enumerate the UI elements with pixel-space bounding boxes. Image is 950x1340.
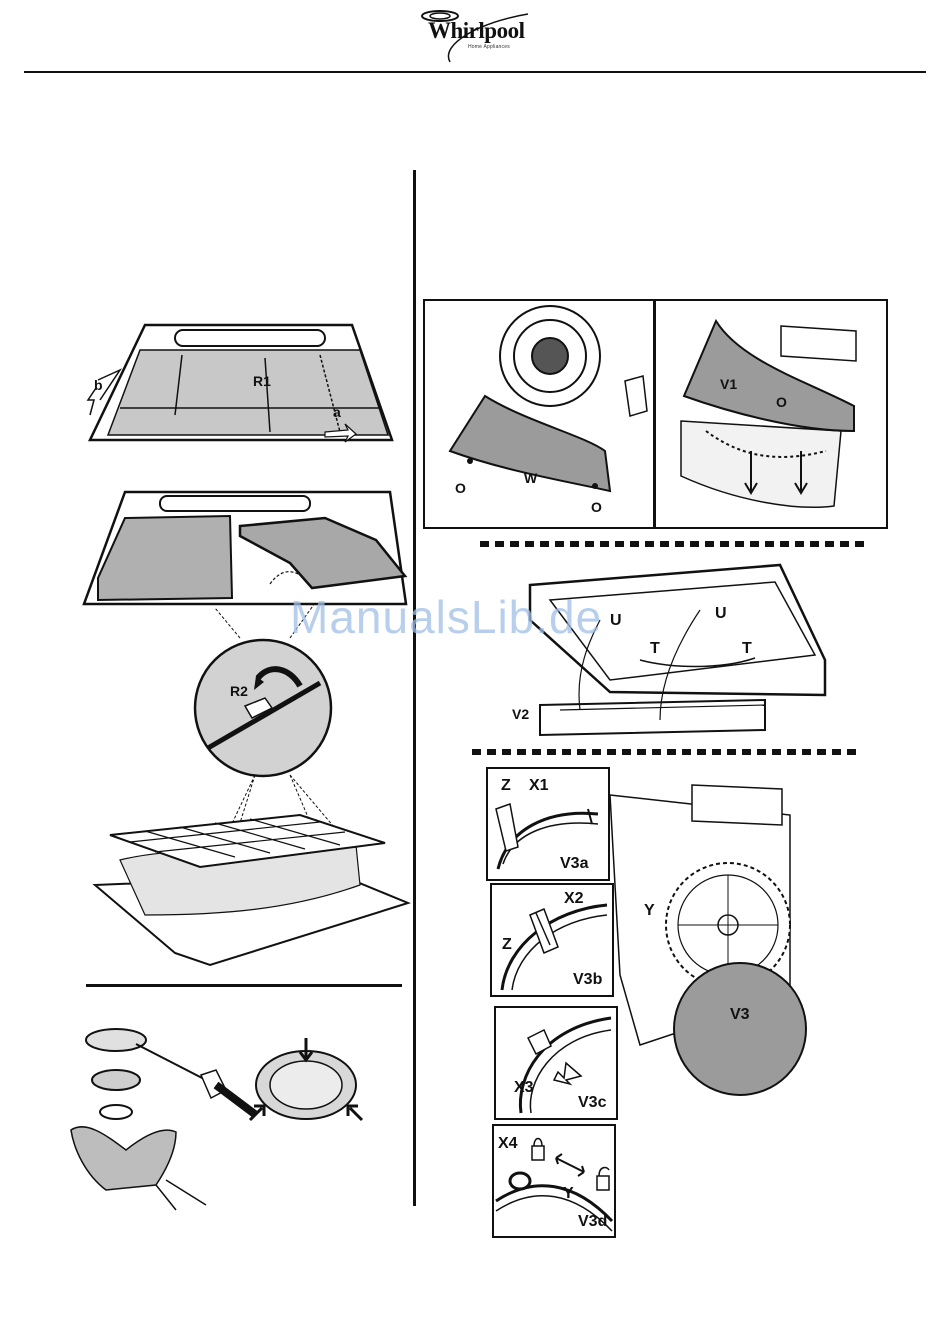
label-o-2: O bbox=[591, 499, 602, 515]
label-x2: X2 bbox=[564, 890, 584, 908]
label-u-1: U bbox=[610, 612, 622, 630]
label-z-2: Z bbox=[502, 936, 512, 954]
dashed-separator-1 bbox=[480, 541, 868, 547]
label-r1: R1 bbox=[253, 373, 271, 389]
label-v3a: V3a bbox=[560, 855, 588, 873]
panel-v1-drawing bbox=[656, 301, 886, 527]
label-o-1: O bbox=[455, 480, 466, 496]
label-x1: X1 bbox=[529, 777, 549, 795]
header-rule bbox=[24, 71, 926, 73]
label-x4: X4 bbox=[498, 1135, 518, 1153]
column-divider bbox=[413, 170, 416, 1206]
panel-frame-v1 bbox=[654, 299, 888, 529]
label-v3d: V3d bbox=[578, 1213, 607, 1231]
dashed-separator-2 bbox=[472, 749, 862, 755]
label-v1: V1 bbox=[720, 376, 737, 392]
locked-padlock-icon bbox=[532, 1146, 544, 1160]
label-z-1: Z bbox=[501, 777, 511, 795]
watermark-text: ManualsLib.de bbox=[290, 590, 602, 644]
label-o-3: O bbox=[776, 394, 787, 410]
whirlpool-logo: Whirlpool Home Appliances bbox=[410, 4, 540, 66]
figure-filter-release bbox=[80, 320, 400, 450]
label-t-1: T bbox=[650, 640, 660, 658]
label-v3c: V3c bbox=[578, 1094, 606, 1112]
left-section-separator bbox=[86, 984, 402, 987]
label-w: W bbox=[524, 470, 537, 486]
label-y-1: Y bbox=[644, 902, 655, 920]
label-v2: V2 bbox=[512, 706, 529, 722]
unlocked-padlock-icon bbox=[597, 1176, 609, 1190]
label-u-2: U bbox=[715, 605, 727, 623]
figure-hood-panel bbox=[520, 560, 830, 740]
label-r2: R2 bbox=[230, 683, 248, 699]
figure-lamp-replacement bbox=[66, 1020, 386, 1220]
brand-subtitle: Home Appliances bbox=[468, 44, 510, 50]
label-v3b: V3b bbox=[573, 971, 602, 989]
label-a: a bbox=[333, 404, 341, 420]
label-x3: X3 bbox=[514, 1079, 534, 1097]
brand-name: Whirlpool bbox=[428, 18, 524, 44]
label-y-2: Y bbox=[563, 1185, 574, 1203]
label-t-2: T bbox=[742, 640, 752, 658]
label-b: b bbox=[94, 377, 103, 393]
figure-filter-layers bbox=[90, 775, 410, 965]
label-v3: V3 bbox=[730, 1006, 750, 1024]
figure-motor-housing bbox=[600, 775, 810, 1095]
